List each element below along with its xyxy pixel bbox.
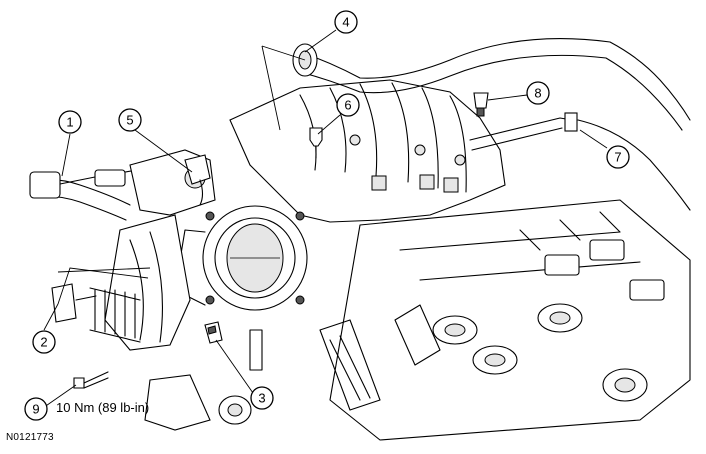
callout-1-number: 1: [66, 115, 73, 130]
leader-4b: [261, 45, 306, 61]
leader-2b: [57, 267, 149, 305]
leader-1: [61, 133, 71, 177]
leader-4c: [261, 45, 281, 131]
callout-7: 7: [606, 145, 630, 169]
callout-3-number: 3: [258, 391, 265, 406]
leader-3: [215, 339, 254, 394]
callout-2: 2: [32, 330, 56, 354]
callout-1: 1: [58, 110, 82, 134]
callout-7-number: 7: [614, 150, 621, 165]
callout-3: 3: [250, 386, 274, 410]
leader-8: [487, 94, 528, 101]
callout-5-number: 5: [126, 113, 133, 128]
callout-2-number: 2: [40, 335, 47, 350]
callout-6: 6: [336, 93, 360, 117]
leader-lines: [39, 29, 608, 411]
callout-4-number: 4: [342, 15, 349, 30]
callout-6-number: 6: [344, 98, 351, 113]
callout-4: 4: [334, 10, 358, 34]
torque-spec: 10 Nm (89 lb-in): [56, 400, 150, 415]
figure-id: N0121773: [6, 432, 54, 443]
engine-drawing: [29, 38, 691, 441]
leader-5: [134, 129, 193, 173]
leader-4: [304, 29, 337, 53]
leader-7: [579, 129, 608, 149]
leader-2: [43, 303, 59, 331]
leader-6: [317, 114, 341, 135]
callout-9-number: 9: [32, 402, 39, 417]
callout-5: 5: [118, 108, 142, 132]
callout-9: 9: [24, 397, 48, 421]
callout-8-number: 8: [534, 86, 541, 101]
leader-2c: [57, 267, 151, 273]
callout-8: 8: [526, 81, 550, 105]
